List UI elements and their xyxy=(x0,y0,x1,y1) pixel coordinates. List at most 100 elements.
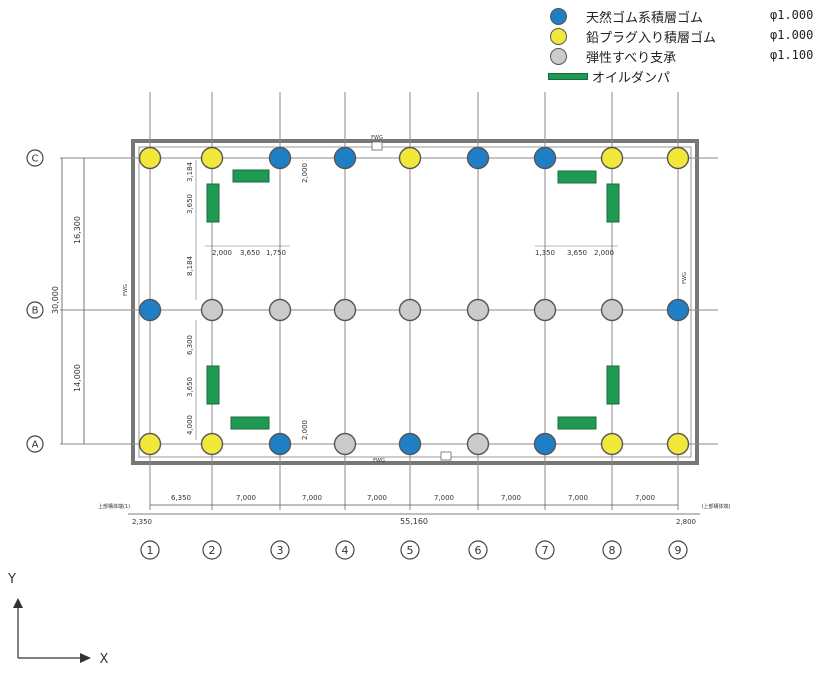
dimension-span: 7,000 xyxy=(367,494,387,502)
legend-item-elastic-sliding: 弾性すべり支承 φ1.100 xyxy=(548,46,830,66)
bearing-g-4B xyxy=(333,298,357,322)
bearing-y-2C xyxy=(200,146,224,170)
dimension-inner: 2,000 xyxy=(594,249,614,257)
green-bar-icon xyxy=(548,73,588,80)
dimension-inner: 2,000 xyxy=(212,249,232,257)
dimension-inner: 3,650 xyxy=(240,249,260,257)
bearing-g-6A xyxy=(466,432,490,456)
edge-mark: FWG xyxy=(123,284,129,296)
column-label: 3 xyxy=(277,544,284,557)
bearing-g-6B xyxy=(466,298,490,322)
edge-mark: FWG xyxy=(682,272,688,284)
row-label: A xyxy=(32,440,39,451)
oil-damper xyxy=(206,183,220,223)
bearing-b-5A xyxy=(398,432,422,456)
dimension-inner: 3,650 xyxy=(186,194,194,214)
bearing-b-9B xyxy=(666,298,690,322)
dimension-inner: 6,300 xyxy=(186,335,194,355)
column-label: 1 xyxy=(147,544,154,557)
dimension-span: 7,000 xyxy=(635,494,655,502)
bearing-g-2B xyxy=(200,298,224,322)
dimension-span: 7,000 xyxy=(236,494,256,502)
dimension-span: 7,000 xyxy=(568,494,588,502)
y-axis-arrow xyxy=(13,598,23,608)
bearing-y-9C xyxy=(666,146,690,170)
building-outline xyxy=(131,139,699,465)
column-label: 5 xyxy=(407,544,414,557)
edge-box xyxy=(440,451,452,461)
column-label-circle xyxy=(270,540,290,560)
dimension-span: 7,000 xyxy=(434,494,454,502)
dimension-inner: 3,650 xyxy=(567,249,587,257)
bearing-g-7B xyxy=(533,298,557,322)
bearing-y-1C xyxy=(138,146,162,170)
oil-damper xyxy=(606,183,620,223)
dimension-overall-y: 30,000 xyxy=(51,286,60,314)
column-label-circle xyxy=(140,540,160,560)
dimension-span: 6,350 xyxy=(171,494,191,502)
dimension-inner: 4,000 xyxy=(186,415,194,435)
bearing-g-8B xyxy=(600,298,624,322)
oil-damper xyxy=(206,365,220,405)
x-axis-arrow xyxy=(80,653,91,663)
bearing-b-3C xyxy=(268,146,292,170)
row-label-circle xyxy=(26,149,44,167)
row-label-circle xyxy=(26,435,44,453)
bearing-b-6C xyxy=(466,146,490,170)
bearing-y-1A xyxy=(138,432,162,456)
legend-size: φ1.100 xyxy=(770,48,814,62)
dimension-lower-y: 14,000 xyxy=(73,364,82,392)
dimension-note-left: 上部構体端(1) xyxy=(98,503,130,510)
oil-damper xyxy=(557,170,597,184)
column-label-circle xyxy=(602,540,622,560)
column-label: 7 xyxy=(542,544,549,557)
bearing-y-9A xyxy=(666,432,690,456)
edge-mark: FWG xyxy=(373,458,385,464)
bearing-b-4C xyxy=(333,146,357,170)
dimension-inner: 1,350 xyxy=(535,249,555,257)
legend-item-oil-damper: オイルダンパ xyxy=(548,66,830,86)
bearing-g-3B xyxy=(268,298,292,322)
column-label-circle xyxy=(468,540,488,560)
gray-circle-icon xyxy=(550,48,567,65)
dimension-inner: 3,184 xyxy=(186,161,194,182)
bearing-y-2A xyxy=(200,432,224,456)
oil-damper xyxy=(230,416,270,430)
bearing-b-3A xyxy=(268,432,292,456)
legend-label: 弾性すべり支承 xyxy=(586,51,677,66)
column-label: 2 xyxy=(209,544,216,557)
bearing-b-1B xyxy=(138,298,162,322)
dimension-edge-left: 2,350 xyxy=(132,518,152,526)
edge-box xyxy=(371,141,383,151)
oil-damper xyxy=(557,416,597,430)
legend-item-natural-rubber: 天然ゴム系積層ゴム φ1.000 xyxy=(548,6,830,26)
dimension-total: 55,160 xyxy=(400,517,428,526)
dimension-span: 7,000 xyxy=(302,494,322,502)
row-label-circle xyxy=(26,301,44,319)
row-label: B xyxy=(32,306,39,317)
column-label: 4 xyxy=(342,544,349,557)
bearing-b-7A xyxy=(533,432,557,456)
legend-size: φ1.000 xyxy=(770,8,814,22)
legend: 天然ゴム系積層ゴム φ1.000 鉛プラグ入り積層ゴム φ1.000 弾性すべり… xyxy=(548,6,830,86)
column-label: 9 xyxy=(675,544,682,557)
column-label: 8 xyxy=(609,544,616,557)
building-inner-outline xyxy=(138,146,692,458)
bearing-g-5B xyxy=(398,298,422,322)
bearing-b-7C xyxy=(533,146,557,170)
dimension-inner: 1,750 xyxy=(266,249,286,257)
edge-mark: FWG xyxy=(371,135,383,141)
column-label-circle xyxy=(202,540,222,560)
column-label-circle xyxy=(335,540,355,560)
bearing-g-4A xyxy=(333,432,357,456)
legend-label: オイルダンパ xyxy=(592,71,671,86)
dimension-span: 7,000 xyxy=(501,494,521,502)
column-label-circle xyxy=(400,540,420,560)
legend-label: 鉛プラグ入り積層ゴム xyxy=(586,31,717,46)
y-axis-label: Y xyxy=(7,572,16,587)
oil-damper xyxy=(606,365,620,405)
bearing-y-8A xyxy=(600,432,624,456)
x-axis-label: X xyxy=(100,652,109,667)
legend-item-lead-plug: 鉛プラグ入り積層ゴム φ1.000 xyxy=(548,26,830,46)
